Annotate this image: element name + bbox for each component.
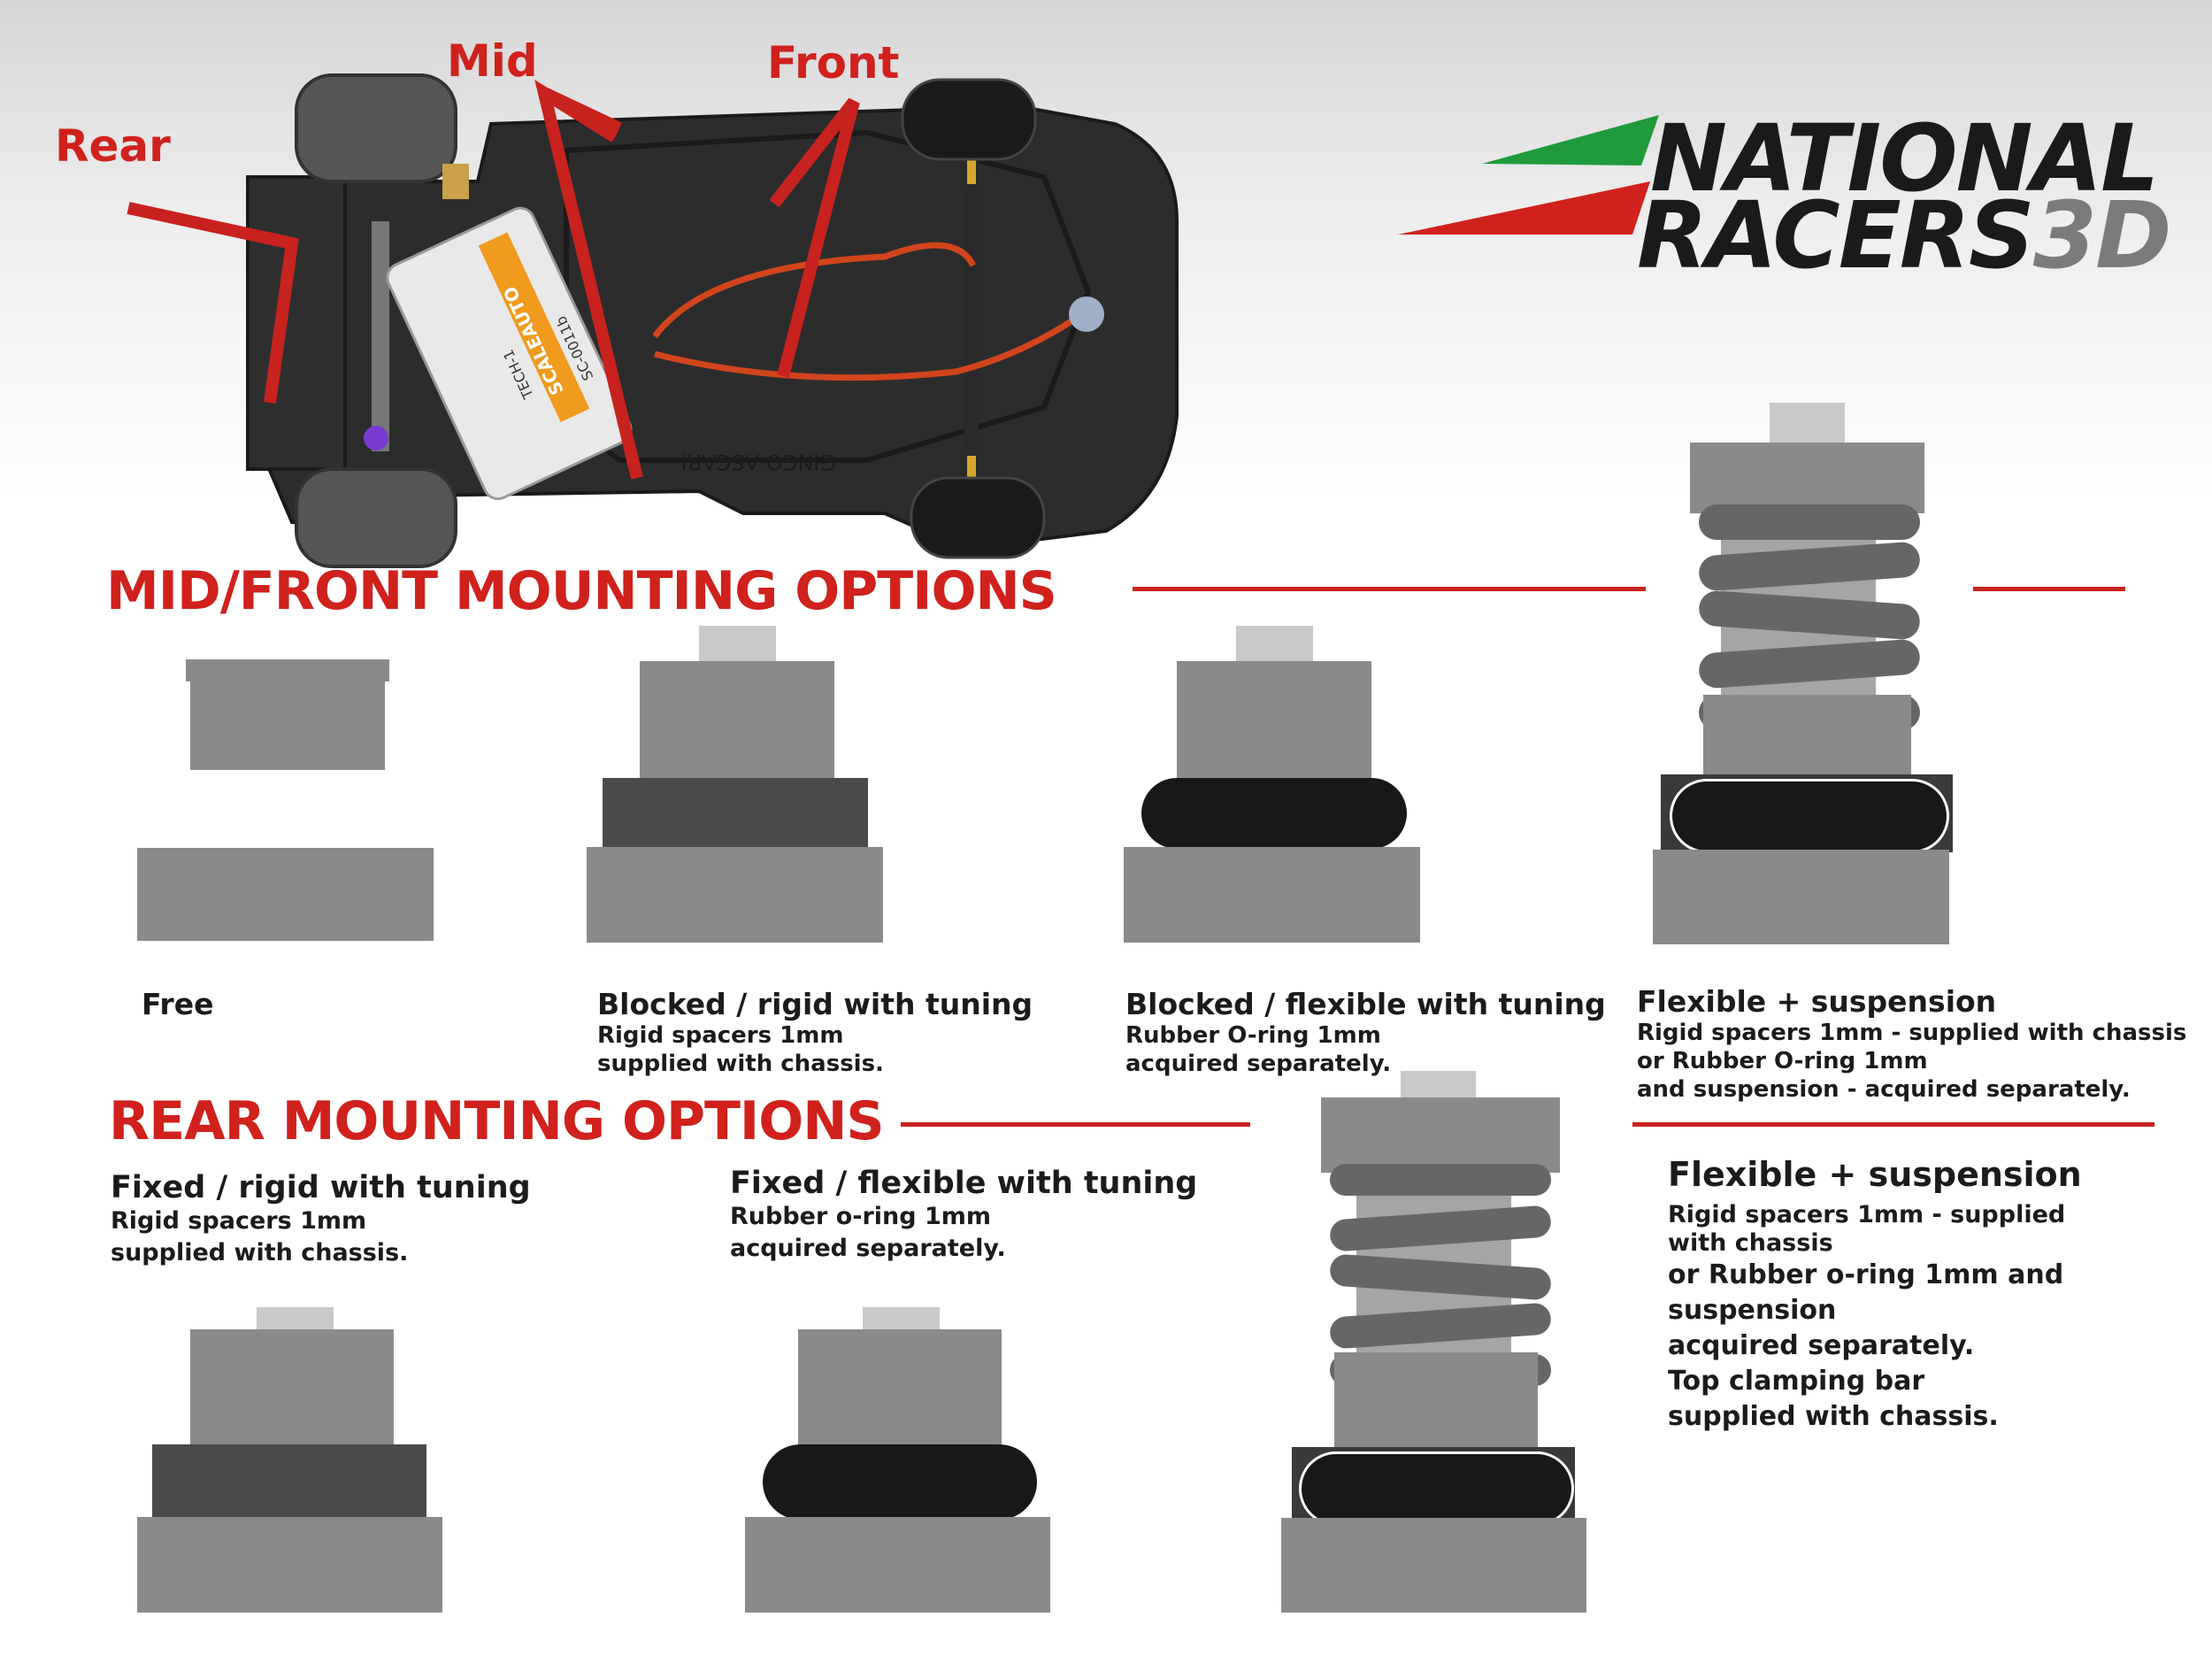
- caption-line: supplied with chassis.: [111, 1239, 409, 1266]
- callout-front: Front: [767, 37, 900, 89]
- caption-line: and suspension - acquired separately.: [1637, 1076, 2131, 1103]
- mid-front-divider-right: [1973, 587, 2125, 591]
- caption-fixed-rigid-heading: Fixed / rigid with tuning: [111, 1170, 531, 1205]
- logo-racers: RACERS: [1637, 181, 2035, 289]
- caption-line: Rigid spacers 1mm - supplied: [1668, 1201, 2066, 1228]
- front-callout-line: [769, 97, 860, 378]
- caption-flexible-suspension-mid: Flexible + suspension Rigid spacers 1mm …: [1637, 984, 2186, 1104]
- caption-line: Rubber o-ring 1mm: [730, 1203, 992, 1230]
- logo-swoosh: [1398, 115, 1659, 235]
- rear-callout-line: [127, 202, 299, 404]
- mid-front-title: MID/FRONT MOUNTING OPTIONS: [106, 560, 1057, 622]
- caption-flexible-suspension-mid-heading: Flexible + suspension: [1637, 984, 1997, 1019]
- diagram-fixed-rigid: [137, 1307, 442, 1613]
- caption-line: Rigid spacers 1mm: [597, 1022, 844, 1049]
- caption-line: supplied with chassis.: [597, 1051, 884, 1077]
- chassis-illustration: SCALEAUTO TECH-1 SC-0011b GINCO ASCARI: [127, 73, 1179, 568]
- rear-divider-left: [901, 1122, 1250, 1127]
- caption-line: acquired separately.: [1125, 1051, 1392, 1077]
- logo-line1: NATIONAL: [1650, 104, 2159, 212]
- caption-blocked-flexible-heading: Blocked / flexible with tuning: [1125, 987, 1606, 1021]
- callout-mid: Mid: [447, 35, 538, 87]
- caption-free: Free: [142, 987, 213, 1021]
- guide-screw: [1069, 296, 1104, 332]
- rear-divider-right: [1632, 1122, 2154, 1127]
- diagram-flexible-suspension-rear: [1281, 1071, 1586, 1613]
- caption-line: with chassis: [1668, 1229, 1833, 1257]
- rear-pod: [246, 175, 347, 471]
- diagram-blocked-flexible: [1124, 626, 1425, 944]
- logo-green-swoosh: [1482, 115, 1659, 166]
- caption-line: suspension: [1668, 1295, 1837, 1326]
- rear-title: REAR MOUNTING OPTIONS: [109, 1090, 885, 1152]
- caption-fixed-flexible: Fixed / flexible with tuning Rubber o-ri…: [730, 1166, 1197, 1265]
- caption-line: Rigid spacers 1mm: [111, 1207, 367, 1235]
- rear-wheel-top: [295, 73, 457, 183]
- diagram-blocked-rigid: [587, 626, 887, 944]
- caption-line: supplied with chassis.: [1668, 1401, 1999, 1432]
- caption-line: or Rubber o-ring 1mm and: [1668, 1259, 2064, 1290]
- logo-line2: RACERS3D: [1637, 181, 2172, 289]
- caption-line: or Rubber O-ring 1mm: [1637, 1048, 1928, 1074]
- caption-flexible-suspension-rear-heading: Flexible + suspension: [1668, 1155, 2082, 1194]
- caption-line: Top clamping bar: [1668, 1366, 1925, 1397]
- caption-blocked-rigid-heading: Blocked / rigid with tuning: [597, 987, 1033, 1021]
- diagram-flexible-suspension-mid: [1650, 403, 1960, 944]
- pinion-gear: [442, 164, 469, 199]
- motor-label-stripe: [478, 232, 590, 423]
- caption-fixed-flexible-heading: Fixed / flexible with tuning: [730, 1166, 1198, 1201]
- callout-rear: Rear: [55, 120, 171, 172]
- front-axle: [964, 142, 979, 522]
- diagram-fixed-flexible: [745, 1307, 1050, 1613]
- logo-3d: 3D: [2032, 181, 2172, 289]
- wire-1: [652, 242, 977, 339]
- wheel-hub-purple: [364, 426, 388, 450]
- front-wheel-bottom: [910, 476, 1046, 559]
- mid-front-divider-left: [1133, 587, 1646, 591]
- rear-wheel-bottom: [295, 467, 457, 568]
- chassis-stamp: GINCO ASCARI: [681, 450, 837, 474]
- motor: SCALEAUTO TECH-1 SC-0011b: [386, 206, 633, 501]
- wire-2: [654, 307, 1091, 381]
- caption-line: Rigid spacers 1mm - supplied with chassi…: [1637, 1020, 2187, 1046]
- caption-line: acquired separately.: [730, 1235, 1006, 1262]
- rear-axle: [372, 221, 389, 451]
- caption-line: acquired separately.: [1668, 1330, 1975, 1361]
- logo-red-swoosh: [1398, 181, 1650, 235]
- caption-blocked-rigid: Blocked / rigid with tuning Rigid spacer…: [597, 987, 1033, 1078]
- caption-free-heading: Free: [142, 987, 214, 1021]
- caption-flexible-suspension-rear: Flexible + suspension Rigid spacers 1mm …: [1668, 1155, 2082, 1435]
- caption-fixed-rigid: Fixed / rigid with tuning Rigid spacers …: [111, 1170, 531, 1269]
- diagram-free: [137, 659, 438, 943]
- caption-blocked-flexible: Blocked / flexible with tuning Rubber O-…: [1125, 987, 1606, 1078]
- front-wheel-top: [901, 78, 1037, 161]
- caption-line: Rubber O-ring 1mm: [1125, 1022, 1381, 1049]
